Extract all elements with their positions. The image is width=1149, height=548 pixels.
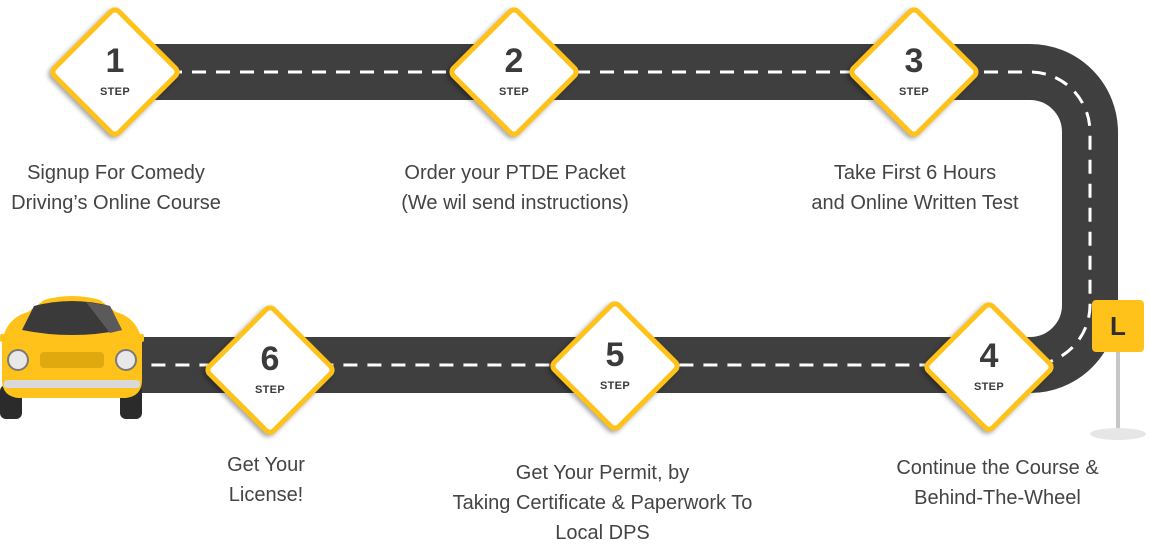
step-6-caption-line-1: Get Your bbox=[227, 454, 305, 476]
step-2-caption-line-1: Order your PTDE Packet bbox=[404, 162, 626, 184]
step-1-caption-line-1: Signup For Comedy bbox=[27, 162, 205, 184]
step-4-caption: Continue the Course & Behind-The-Wheel bbox=[875, 453, 1120, 513]
step-2-caption: Order your PTDE Packet (We wil send inst… bbox=[374, 158, 656, 218]
step-4-label: STEP bbox=[974, 381, 1004, 393]
step-4-sign: 4 STEP bbox=[919, 297, 1059, 437]
step-5-caption: Get Your Permit, by Taking Certificate &… bbox=[425, 458, 780, 548]
step-3-number: 3 bbox=[904, 42, 924, 80]
step-1-label: STEP bbox=[100, 86, 130, 98]
road-lane-marking bbox=[60, 70, 1092, 367]
car-icon bbox=[0, 296, 144, 419]
step-2-sign: 2 STEP bbox=[444, 2, 584, 142]
step-3-label: STEP bbox=[899, 86, 929, 98]
learner-sign-letter: L bbox=[1092, 300, 1144, 352]
step-1-caption-line-2: Driving’s Online Course bbox=[11, 192, 221, 214]
step-4-caption-line-1: Continue the Course & bbox=[896, 457, 1099, 479]
step-1-caption: Signup For Comedy Driving’s Online Cours… bbox=[0, 158, 232, 218]
step-3-caption-line-2: and Online Written Test bbox=[811, 192, 1019, 214]
step-5-caption-line-1: Get Your Permit, by bbox=[515, 462, 690, 484]
learner-sign-base bbox=[1090, 428, 1146, 440]
step-4-number: 4 bbox=[979, 337, 999, 375]
step-6-sign: 6 STEP bbox=[200, 300, 340, 440]
step-6-caption-line-2: License! bbox=[228, 484, 304, 506]
step-3-sign: 3 STEP bbox=[844, 2, 984, 142]
step-5-caption-line-3: Local DPS bbox=[555, 522, 650, 544]
step-6-number: 6 bbox=[260, 340, 280, 378]
step-2-label: STEP bbox=[499, 86, 529, 98]
step-1-number: 1 bbox=[105, 42, 125, 80]
learner-sign-pole bbox=[1116, 352, 1120, 434]
step-4-caption-line-2: Behind-The-Wheel bbox=[914, 487, 1081, 509]
step-3-caption: Take First 6 Hours and Online Written Te… bbox=[790, 158, 1040, 218]
step-6-caption: Get Your License! bbox=[196, 450, 336, 510]
step-2-caption-line-2: (We wil send instructions) bbox=[401, 192, 629, 214]
step-2-number: 2 bbox=[504, 42, 524, 80]
learner-sign-icon: L bbox=[1088, 300, 1148, 445]
step-5-number: 5 bbox=[605, 336, 625, 374]
step-5-sign: 5 STEP bbox=[545, 296, 685, 436]
step-6-label: STEP bbox=[255, 384, 285, 396]
step-1-sign: 1 STEP bbox=[45, 2, 185, 142]
step-3-caption-line-1: Take First 6 Hours bbox=[833, 162, 997, 184]
step-5-label: STEP bbox=[600, 380, 630, 392]
step-5-caption-line-2: Taking Certificate & Paperwork To bbox=[452, 492, 753, 514]
